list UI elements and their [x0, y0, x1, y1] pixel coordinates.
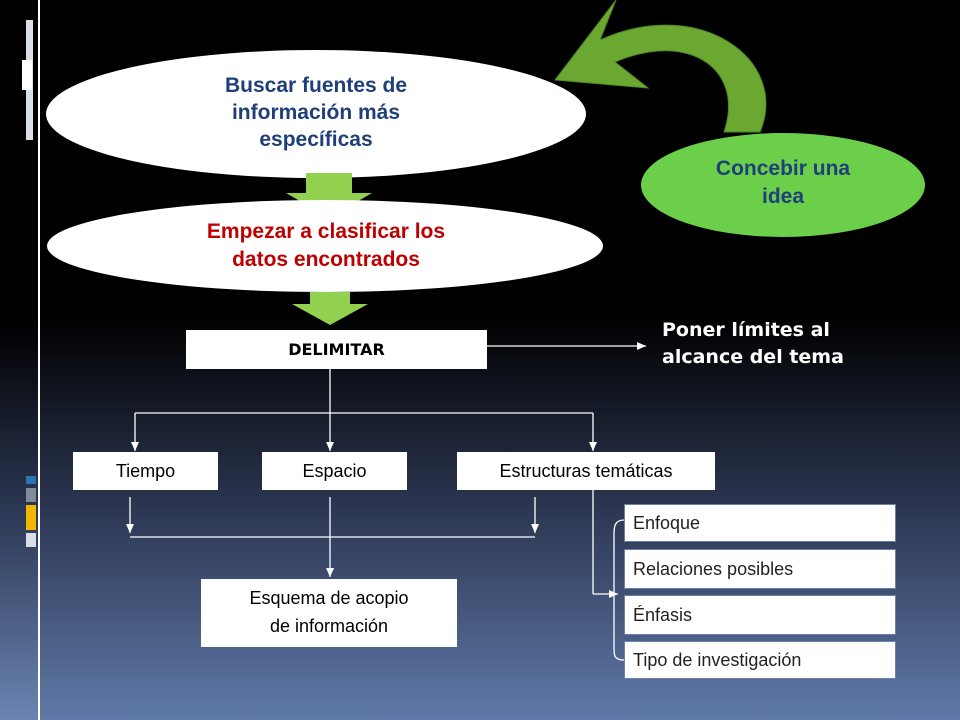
- delimitar-label: DELIMITAR: [186, 330, 487, 369]
- buscar-text: Buscar fuentes de información más especí…: [224, 74, 408, 151]
- deco-blue-mark: [26, 476, 36, 484]
- curved-return-arrow: [554, 0, 767, 133]
- left-separator-line: [38, 0, 40, 720]
- option-enfasis: Énfasis: [624, 595, 896, 635]
- down-arrow-2: [292, 292, 368, 325]
- buscar-ellipse: [46, 50, 586, 178]
- deco-gray-mark: [26, 488, 36, 502]
- option-enfoque: Enfoque: [624, 504, 896, 542]
- deco-yellow-mark: [26, 505, 36, 530]
- concebir-ellipse: [641, 133, 925, 237]
- tiempo-label: Tiempo: [73, 452, 218, 490]
- down-arrow-1: [286, 173, 372, 218]
- deco-white-block: [22, 60, 32, 90]
- options-bracket: [613, 519, 625, 661]
- poner-limites-text: Poner límites al alcance del tema: [662, 319, 844, 368]
- estructuras-label: Estructuras temáticas: [457, 452, 715, 490]
- option-relaciones: Relaciones posibles: [624, 549, 896, 589]
- esquema-label: Esquema de acopio de información: [201, 584, 457, 644]
- deco-light-mark: [26, 533, 36, 547]
- empezar-ellipse: [47, 200, 603, 292]
- espacio-label: Espacio: [262, 452, 407, 490]
- concebir-text: Concebir una idea: [715, 157, 851, 208]
- empezar-text: Empezar a clasificar los datos encontrad…: [206, 220, 446, 271]
- option-tipo: Tipo de investigación: [624, 641, 896, 679]
